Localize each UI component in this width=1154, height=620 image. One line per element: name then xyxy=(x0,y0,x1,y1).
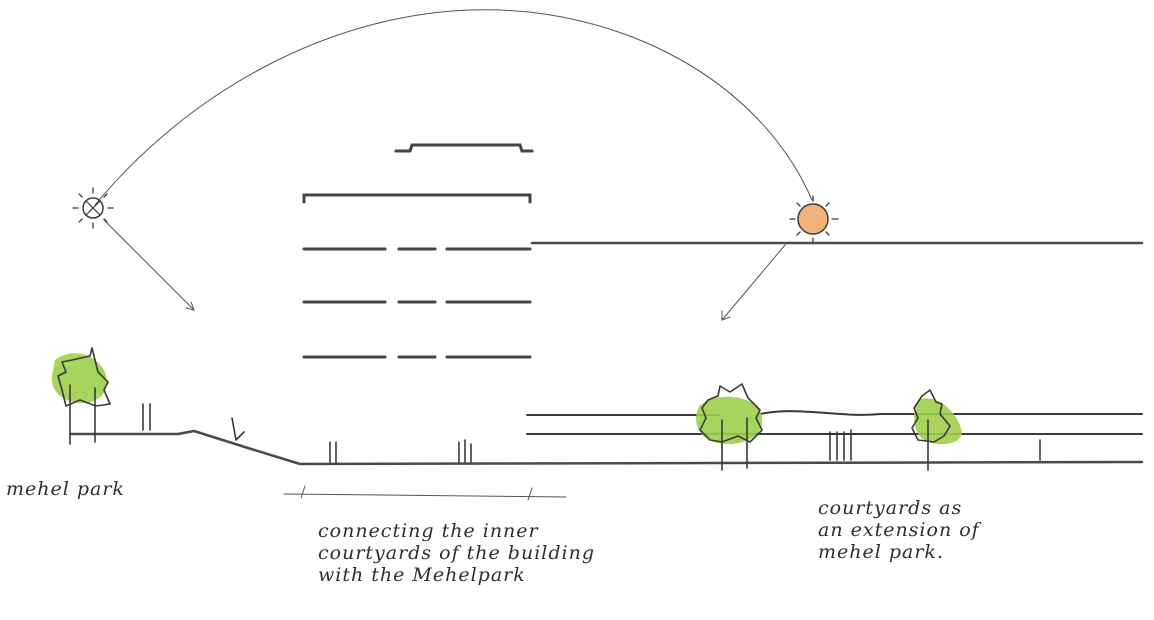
low-building-floor-upper xyxy=(526,410,1143,416)
sun-path-arc xyxy=(94,9,813,206)
summer-sun-icon xyxy=(789,195,839,245)
tree-icon xyxy=(911,389,962,471)
person-icon xyxy=(231,417,245,441)
courtyards-extension-note: courtyards as an extension of mehel park… xyxy=(818,497,980,563)
tree-icon xyxy=(696,383,763,471)
person-icon xyxy=(829,429,852,461)
tower-floors xyxy=(302,143,534,359)
summer-sun-ray xyxy=(721,244,786,321)
winter-sun-ray xyxy=(103,219,195,311)
winter-sun-icon xyxy=(72,187,114,229)
person-icon xyxy=(329,441,337,465)
person-icon xyxy=(458,439,472,463)
tree-icon xyxy=(51,347,111,445)
mehel-park-label: mehel park xyxy=(6,478,125,500)
low-building xyxy=(526,241,1144,435)
person-icon xyxy=(142,403,151,431)
tower-roof xyxy=(394,143,534,153)
tower-floor-6 xyxy=(302,193,532,204)
ground-line xyxy=(68,429,1144,466)
dimension-line xyxy=(283,485,567,501)
inner-courtyards-note: connecting the inner courtyards of the b… xyxy=(318,520,595,586)
